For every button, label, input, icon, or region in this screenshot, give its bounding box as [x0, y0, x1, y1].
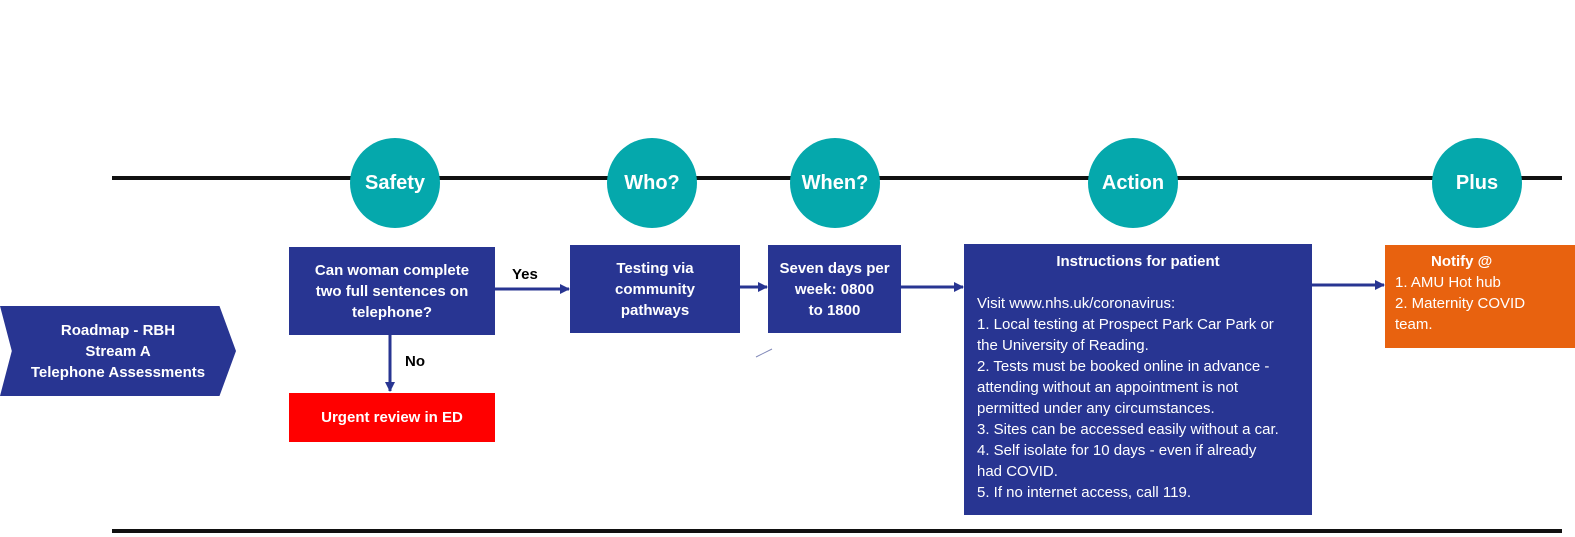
- stage-safety-circle: Safety: [350, 138, 440, 228]
- stage-when-circle: When?: [790, 138, 880, 228]
- when-box-line1: Seven days per: [779, 259, 890, 277]
- action-box-line: Visit www.nhs.uk/coronavirus:: [977, 295, 1176, 312]
- roadmap-chevron: Roadmap - RBH Stream A Telephone Assessm…: [0, 306, 236, 396]
- notify-box-line3: team.: [1395, 316, 1433, 333]
- stage-who-label: Who?: [624, 171, 680, 194]
- action-box-line: had COVID.: [977, 463, 1058, 480]
- roadmap-title: Roadmap - RBH: [60, 321, 176, 339]
- urgent-review-box: Urgent review in ED: [289, 393, 495, 442]
- notify-box-title: Notify @: [1431, 253, 1493, 270]
- urgent-review-label: Urgent review in ED: [321, 409, 463, 426]
- notify-box: Notify @ 1. AMU Hot hub 2. Maternity COV…: [1385, 245, 1575, 348]
- action-box-line: 5. If no internet access, call 119.: [977, 484, 1192, 501]
- safety-question-line1: Can woman complete: [314, 261, 470, 279]
- when-box-line3: to 1800: [808, 301, 861, 319]
- safety-question-line3: telephone?: [351, 303, 432, 321]
- stage-action-label: Action: [1101, 171, 1165, 194]
- bottom-divider-line: [112, 529, 1562, 533]
- action-box: Instructions for patient Visit www.nhs.u…: [964, 244, 1312, 515]
- stage-who-circle: Who?: [607, 138, 697, 228]
- who-box-line3: pathways: [620, 301, 690, 319]
- stage-safety-label: Safety: [364, 171, 426, 194]
- who-box: Testing via community pathways: [570, 245, 740, 333]
- roadmap-stream: Stream A: [85, 342, 151, 360]
- yes-label: Yes: [512, 266, 538, 283]
- roadmap-subtitle: Telephone Assessments: [30, 363, 206, 381]
- notify-box-line2: 2. Maternity COVID: [1395, 295, 1526, 312]
- action-box-line: 3. Sites can be accessed easily without …: [977, 421, 1279, 438]
- no-label: No: [405, 353, 425, 370]
- action-box-line: 1. Local testing at Prospect Park Car Pa…: [977, 316, 1274, 333]
- stray-line: [755, 348, 773, 358]
- safety-question-box: Can woman complete two full sentences on…: [289, 247, 495, 335]
- stage-when-label: When?: [801, 171, 869, 194]
- when-box-line2: week: 0800: [794, 280, 875, 298]
- safety-question-line2: two full sentences on: [315, 282, 469, 300]
- action-box-line: permitted under any circumstances.: [977, 400, 1215, 417]
- action-box-line: 2. Tests must be booked online in advanc…: [977, 358, 1270, 375]
- who-box-line2: community: [614, 280, 695, 298]
- action-box-line: 4. Self isolate for 10 days - even if al…: [977, 442, 1257, 459]
- when-box: Seven days per week: 0800 to 1800: [768, 245, 901, 333]
- notify-box-line1: 1. AMU Hot hub: [1395, 274, 1501, 291]
- stage-plus-label: Plus: [1455, 171, 1499, 194]
- who-box-line1: Testing via: [616, 259, 694, 277]
- action-box-line: attending without an appointment is not: [977, 379, 1239, 396]
- stage-action-circle: Action: [1088, 138, 1178, 228]
- stage-plus-circle: Plus: [1432, 138, 1522, 228]
- action-box-line: the University of Reading.: [977, 337, 1149, 354]
- action-box-title: Instructions for patient: [1056, 253, 1220, 270]
